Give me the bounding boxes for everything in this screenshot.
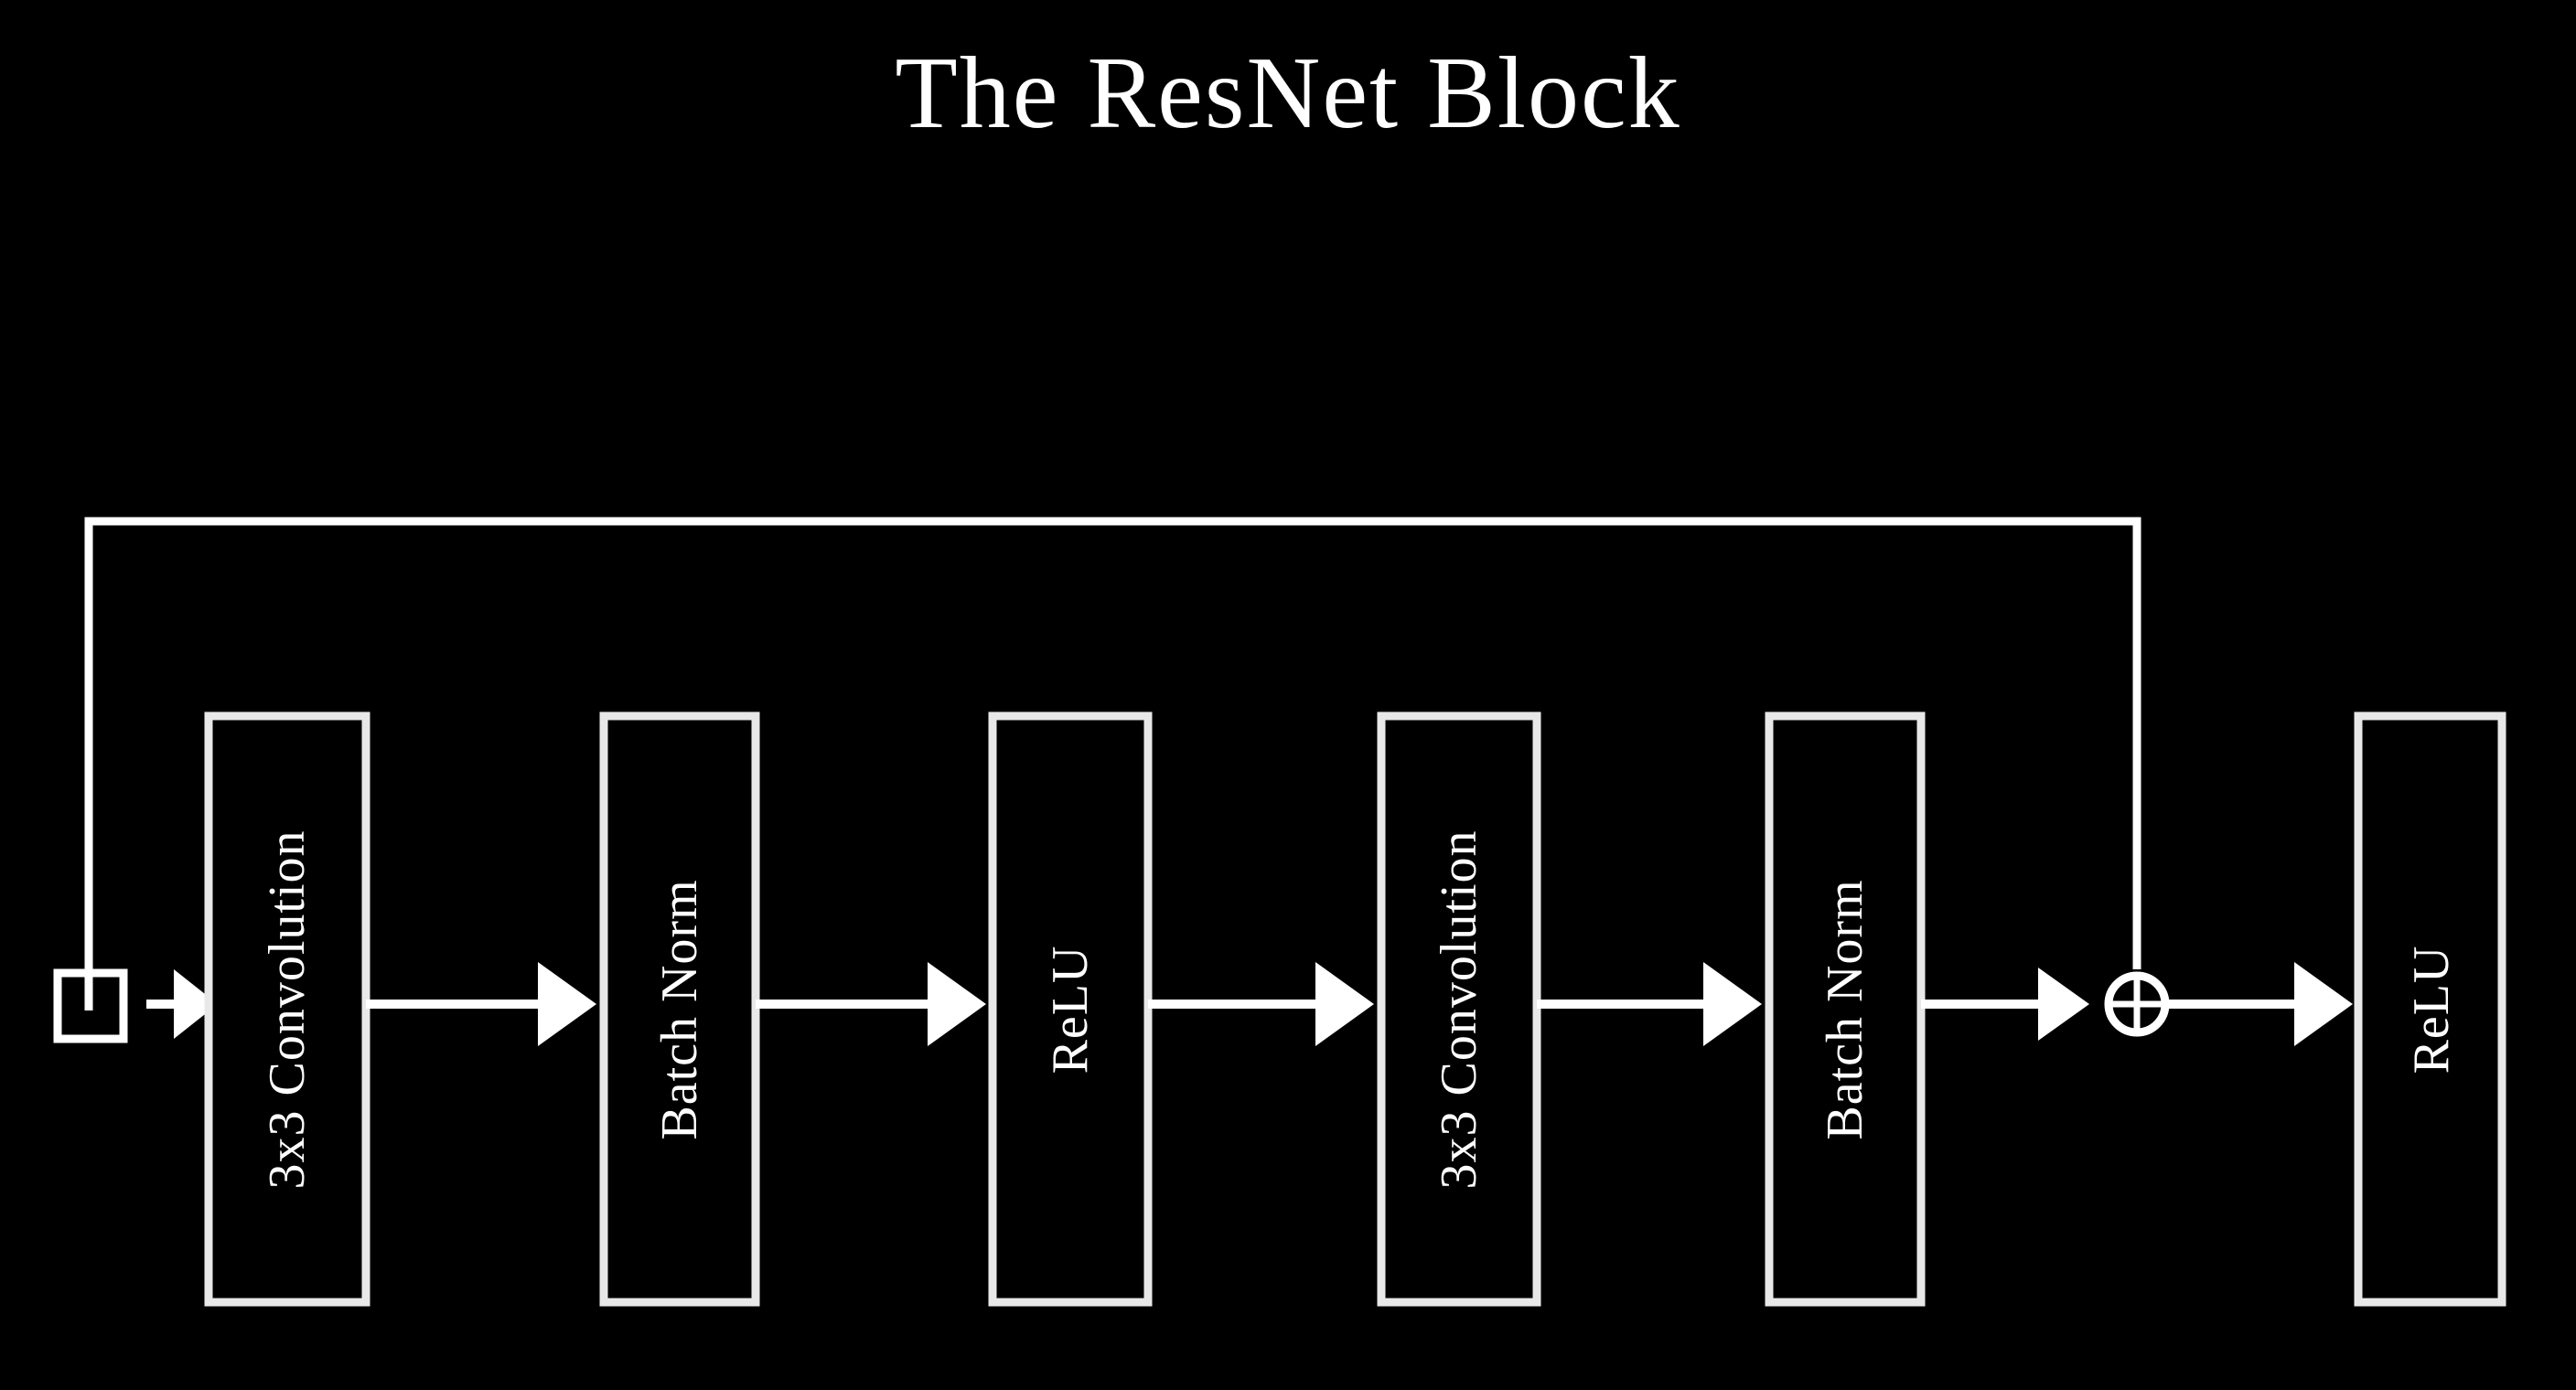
block-conv2[interactable]: [1377, 711, 1541, 1307]
block-bn2[interactable]: [1765, 711, 1926, 1307]
block-relu2[interactable]: [2354, 711, 2506, 1307]
page-title: The ResNet Block: [895, 37, 1681, 150]
arrow-input-to-conv1: [146, 969, 218, 1039]
arrow-conv2-to-bn2: [1537, 962, 1762, 1046]
input-square-node[interactable]: [53, 968, 128, 1043]
block-bn1[interactable]: [599, 711, 760, 1307]
arrow-add-to-relu2: [2165, 962, 2353, 1046]
arrow-relu1-to-conv2: [1148, 962, 1374, 1046]
block-conv1[interactable]: [204, 711, 370, 1307]
arrow-bn1-to-relu1: [756, 962, 986, 1046]
arrow-conv1-to-bn1: [366, 962, 596, 1046]
skip-connection-path: [84, 517, 2141, 1010]
arrow-bn2-to-add: [1921, 968, 2089, 1041]
block-relu1[interactable]: [988, 711, 1153, 1307]
addition-node[interactable]: [2104, 971, 2170, 1037]
